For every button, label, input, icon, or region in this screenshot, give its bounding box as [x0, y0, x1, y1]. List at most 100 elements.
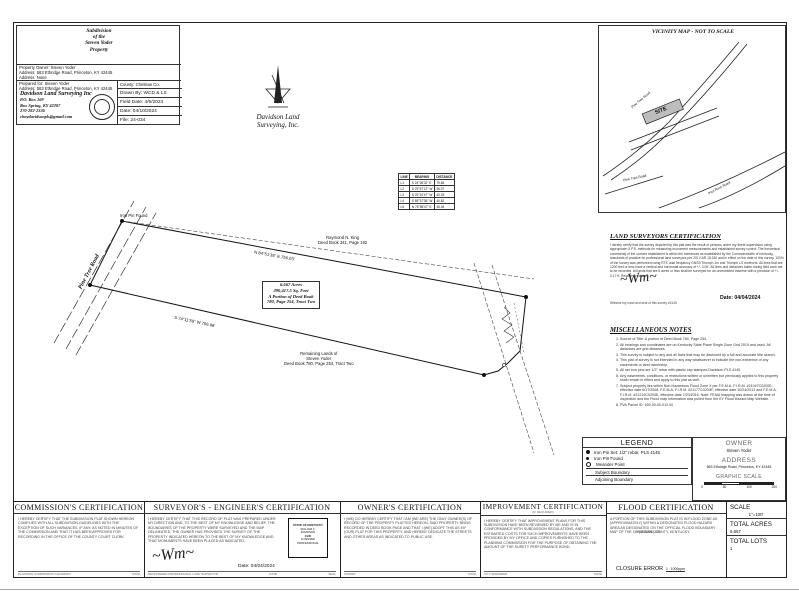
list-item: Any easements, conditions, or restrictio…: [620, 374, 786, 383]
improvement-certification: IMPROVEMENT CERTIFICATION (IF REQUIRED) …: [480, 502, 607, 578]
footer-label: PLANNING COMMISSION CHAIRMAN: [18, 572, 71, 576]
company-city: Box Spring, KY 42207: [20, 102, 61, 108]
address-value: 563 Ethridge Road, Princeton, KY 42445: [706, 465, 772, 469]
legend-item: Iron Pin Set: 1/2" rebar, PLS 4145: [586, 449, 688, 455]
closure-error: CLOSURE ERROR 1 : 1000ppm: [616, 566, 685, 572]
flood-certification: FLOOD CERTIFICATION A portion of this su…: [606, 502, 727, 578]
legend-label: Subject Boundary: [595, 469, 630, 475]
company-block: Davidson Land Surveying Inc P.O. Box 169…: [20, 91, 112, 119]
prepared-for: Prepared for: Steven Yoder: [19, 81, 70, 86]
legend-item: Meander Point: [586, 462, 688, 468]
seal-line: PROFESSIONAL: [297, 540, 319, 545]
logo-line2: Surveying, Inc.: [256, 121, 300, 129]
footer-label: DATE: [132, 572, 140, 576]
list-item: This survey is subject to any and all fa…: [620, 353, 786, 358]
footer-label: DATE: [468, 572, 476, 576]
property-owner: Property Owner: Steven Yoder: [19, 65, 76, 70]
surveyor-engineer-cert-text: I hereby certify that this record of pla…: [148, 517, 276, 544]
logo-line1: Davidson Land: [256, 113, 300, 121]
line-id: L5: [397, 203, 411, 210]
misc-notes: MISCELLANEOUS NOTES Source of Title: A p…: [610, 327, 786, 408]
improvement-cert-subtitle: (IF REQUIRED): [480, 510, 606, 516]
title-block: Subdivision of the Steven Yoder Property…: [16, 25, 182, 125]
owner-cert-text: I (we) do hereby certify that I am (we a…: [344, 517, 473, 539]
plat-summary: SCALE 1"=100' TOTAL ACRES 6.667 TOTAL LO…: [726, 502, 786, 578]
misc-notes-list: Source of Title: A portion of Deed Book …: [610, 337, 786, 407]
total-lots-label: TOTAL LOTS: [730, 538, 768, 545]
property-address2: Address: None: [19, 75, 47, 80]
flood-zone-label: X (SHADED) OR: [636, 530, 661, 534]
company-logo: Davidson Land Surveying, Inc.: [238, 63, 318, 129]
field-date: Field Date: 4/5/2024: [118, 98, 182, 107]
surveyor-cert-title: LAND SURVEYORS CERTIFICATION: [610, 233, 721, 240]
adjoiner-north-name: Raymond N. King: [326, 235, 359, 240]
seal-line: WILLIAM C.: [300, 526, 316, 531]
certification-strip: COMMISSION'S CERTIFICATION I hereby cert…: [14, 501, 786, 578]
acreage-sqft: 290,417.5 Sq. Feet: [273, 287, 309, 293]
seal-line: STATE OF KENTUCKY: [293, 523, 323, 527]
graphic-scale-title: GRAPHIC SCALE: [716, 474, 762, 480]
list-item: This plat of survey is not intended in a…: [620, 358, 786, 367]
line-distance: 45.04: [433, 203, 455, 210]
improvement-cert-text: I hereby certify that improvement plans …: [484, 518, 597, 549]
owner-certification: OWNER'S CERTIFICATION I (we) do hereby c…: [340, 502, 481, 578]
list-item: Source of Title: A portion of Deed Book …: [620, 337, 786, 342]
legend-title: LEGEND: [583, 438, 691, 448]
company-name: Davidson Land Surveying Inc: [20, 91, 92, 97]
total-acres-value: 6.667: [726, 528, 786, 536]
plat-heading: Subdivision of the Steven Yoder Property: [17, 28, 181, 53]
footer-label: DATE: [594, 572, 602, 576]
adjoiner-south: Remaining Lands of Steven Yoder Deed Boo…: [284, 351, 354, 366]
footer-label: REGISTERED PROFESSIONAL LAND SURVEYOR: [148, 572, 219, 576]
adjoiner-south-line: Remaining Lands of: [300, 351, 338, 356]
iron-pin-label: Iron Pin Found: [120, 213, 148, 218]
meta-column: County: Christian Co. Drawn By: WCD & LS…: [117, 81, 182, 125]
iron-pin-set-icon: [586, 450, 590, 455]
seal-line: 4145: [304, 533, 312, 538]
owner-cert-title: OWNER'S CERTIFICATION: [340, 502, 480, 514]
county: County: Christian Co.: [118, 81, 182, 89]
closure-label: CLOSURE ERROR: [616, 566, 664, 572]
acreage-box: 6.667 Acres 290,417.5 Sq. Feet A Portion…: [262, 281, 320, 309]
seal-line: DAVIDSON: [300, 530, 316, 535]
footer-label: CITY ENGINEER: [484, 572, 508, 576]
scale-tick: 200: [771, 485, 777, 489]
vicinity-map: VICINITY MAP - NOT TO SCALE SITE Pine Tr…: [598, 25, 786, 213]
legend-label: Iron Pin Found: [594, 455, 623, 461]
list-item: All bearings and coordinates are on Kent…: [620, 343, 786, 352]
legend: LEGEND Iron Pin Set: 1/2" rebar, PLS 414…: [582, 437, 692, 485]
legend-item: Adjoining Boundary: [586, 475, 688, 482]
drawn-by: Drawn By: WCD & LS: [118, 89, 182, 98]
heading-line: Property: [89, 46, 109, 53]
improvement-cert-footer: CITY ENGINEER DATE: [484, 571, 602, 576]
seal-line: LICENSED: [301, 537, 315, 542]
company-phone: 270-282-2336: [20, 108, 45, 114]
acreage-tract: 780, Page 254, Tract Two: [266, 299, 316, 305]
footer-label: DATE: [269, 572, 278, 576]
commission-cert-footer: PLANNING COMMISSION CHAIRMAN DATE: [18, 571, 140, 576]
owner-name: Steven Yoder: [726, 448, 752, 453]
graphic-scale-bar: [704, 482, 774, 485]
plat-sheet: Subdivision of the Steven Yoder Property…: [13, 22, 787, 578]
legend-item: Iron Pin Found: [586, 455, 688, 461]
scale-label: SCALE: [730, 504, 751, 511]
improvement-cert-title: IMPROVEMENT CERTIFICATION: [482, 502, 604, 511]
surveyor-cert-caption: Witness my hand and seal of this survey …: [610, 301, 677, 305]
graphic-scale-ticks: 0 50 100 200: [701, 485, 777, 489]
owner-address-box: OWNER Steven Yoder ADDRESS 563 Ethridge …: [692, 437, 786, 501]
acreage-deed: A Portion of Deed Book: [268, 293, 314, 299]
meander-point-icon: [586, 462, 591, 468]
acreage-value: 6.667 Acres: [279, 282, 303, 287]
prepared-address: Address: 563 Ethridge Road, Princeton, K…: [19, 86, 113, 91]
land-surveyor-certification: LAND SURVEYORS CERTIFICATION I hereby ce…: [610, 233, 786, 305]
prepared-for-row: Prepared for: Steven Yoder Address: 563 …: [17, 81, 115, 91]
surveyor-engineer-certification: SURVEYOR'S - ENGINEER'S CERTIFICATION I …: [144, 502, 341, 578]
adjoiner-south-line: Deed Book 780, Page 254, Tract Two: [284, 361, 354, 366]
scale-value: 1"=100': [726, 511, 786, 519]
adjoiner-south-line: Steven Yoder: [306, 356, 332, 361]
flood-cert-text: A portion of this subdivision plat is in…: [610, 517, 718, 535]
surveyor-seal: STATE OF KENTUCKY WILLIAM C. DAVIDSON 41…: [288, 518, 328, 558]
heading-line: Subdivision: [86, 28, 112, 34]
